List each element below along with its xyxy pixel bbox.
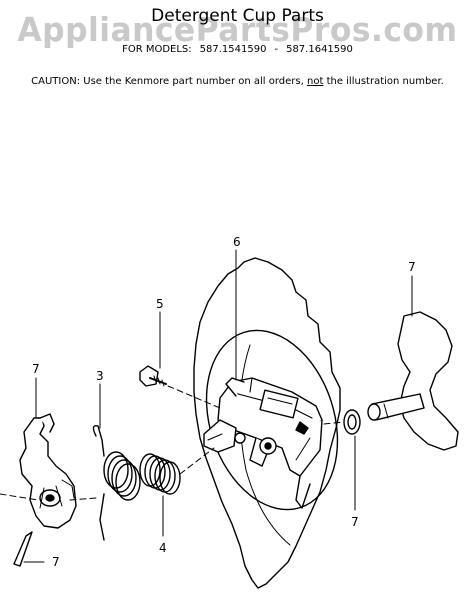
hinge-dash-line (69, 497, 97, 501)
door-panel (193, 257, 341, 589)
callout-7-pin: 7 (52, 555, 60, 569)
spring-dash-line (179, 447, 215, 475)
site-watermark: AppliancePartsPros.com (17, 10, 458, 49)
small-pin (13, 531, 33, 567)
callout-4: 4 (159, 541, 167, 555)
page-title: Detergent Cup Parts (151, 6, 324, 26)
callout-6: 6 (233, 235, 241, 249)
model-number-1: 587.1541590 (199, 44, 267, 55)
detergent-cup-assembly (203, 377, 323, 509)
model-separator: - (274, 44, 279, 55)
door-recess-shadow (239, 344, 291, 546)
coil-spring (92, 425, 141, 541)
callout-7-left: 7 (32, 362, 40, 376)
model-number-2: 587.1641590 (286, 44, 353, 55)
torsion-spring (139, 453, 181, 495)
caution-suffix: the illustration number. (326, 76, 444, 87)
caution-not-word: not (306, 76, 324, 87)
hinge-lid-left (19, 413, 77, 529)
hinge-pin-lid (367, 311, 459, 451)
screw (139, 365, 167, 387)
washer (343, 409, 361, 435)
callout-7-right: 7 (408, 260, 416, 274)
model-list: FOR MODELS: 587.1541590-587.1641590 (0, 44, 475, 55)
caution-note: CAUTION: Use the Kenmore part number on … (0, 76, 475, 87)
callout-7-washer: 7 (351, 515, 359, 529)
models-prefix: FOR MODELS: (122, 44, 192, 55)
pin-dash-line (0, 493, 39, 501)
callout-3: 3 (96, 369, 104, 383)
callout-5: 5 (156, 297, 164, 311)
washer-dash-line (323, 421, 345, 425)
caution-prefix: CAUTION: Use the Kenmore part number on … (31, 76, 304, 87)
